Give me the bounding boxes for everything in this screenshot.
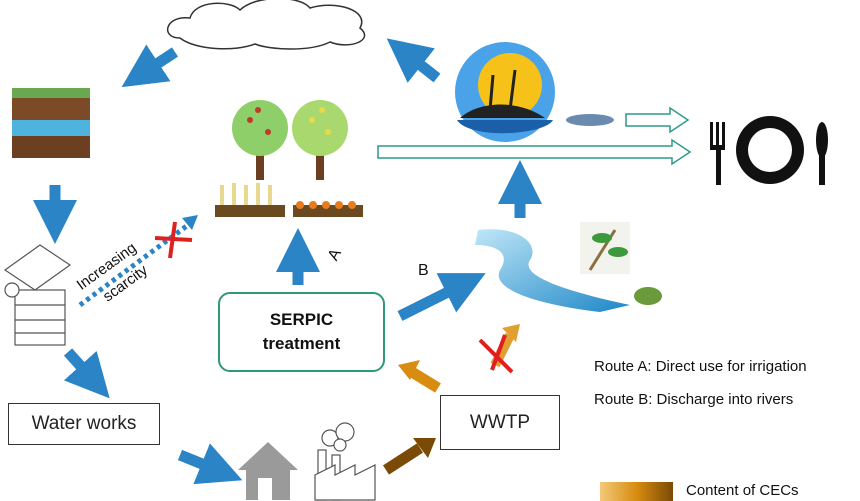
arrow-route-b <box>397 273 486 321</box>
cloud-icon <box>166 0 366 50</box>
plant-icon <box>580 222 630 274</box>
arrow-homes-to-wwtp <box>383 443 423 475</box>
wwtp-label: WWTP <box>469 411 531 433</box>
fish-icon <box>566 114 614 126</box>
cross-icon <box>154 221 193 259</box>
crops-icon <box>215 183 363 217</box>
serpic-label: SERPIC <box>269 310 334 329</box>
island-icon <box>455 42 555 142</box>
serpic-treatment-node: SERPIC treatment <box>218 292 385 372</box>
arrow-wwtp-to-serpic <box>409 367 441 393</box>
cec-gradient-swatch <box>600 482 673 501</box>
arrow-waterworks-to-homes <box>177 443 243 485</box>
cross-icon <box>478 334 514 374</box>
legend-route-a: Route A: Direct use for irrigation <box>594 358 807 375</box>
legend-route-b: Route B: Discharge into rivers <box>594 391 794 408</box>
route-b-marker: B <box>418 262 429 279</box>
flow-arrows <box>33 38 542 485</box>
river-icon <box>475 229 630 312</box>
legend-cecs: Content of CECs <box>686 482 799 499</box>
arrow-well-to-waterworks <box>63 348 110 399</box>
well-icon <box>3 244 72 346</box>
arrow-sea-to-cloud <box>386 38 441 83</box>
treatment-label: treatment <box>262 334 341 353</box>
water-works-node: Water works <box>8 403 160 445</box>
food-arrows <box>377 106 692 166</box>
wwtp-node: WWTP <box>440 395 560 450</box>
soil-aquifer-icon <box>12 88 90 158</box>
frog-icon <box>634 287 662 305</box>
arrow-cloud-to-soil <box>121 44 179 88</box>
house-icon <box>238 442 298 500</box>
factory-icon <box>314 422 376 501</box>
fruit-trees-icon <box>232 100 348 180</box>
water-works-label: Water works <box>31 413 137 434</box>
cutlery-icon <box>710 116 828 185</box>
